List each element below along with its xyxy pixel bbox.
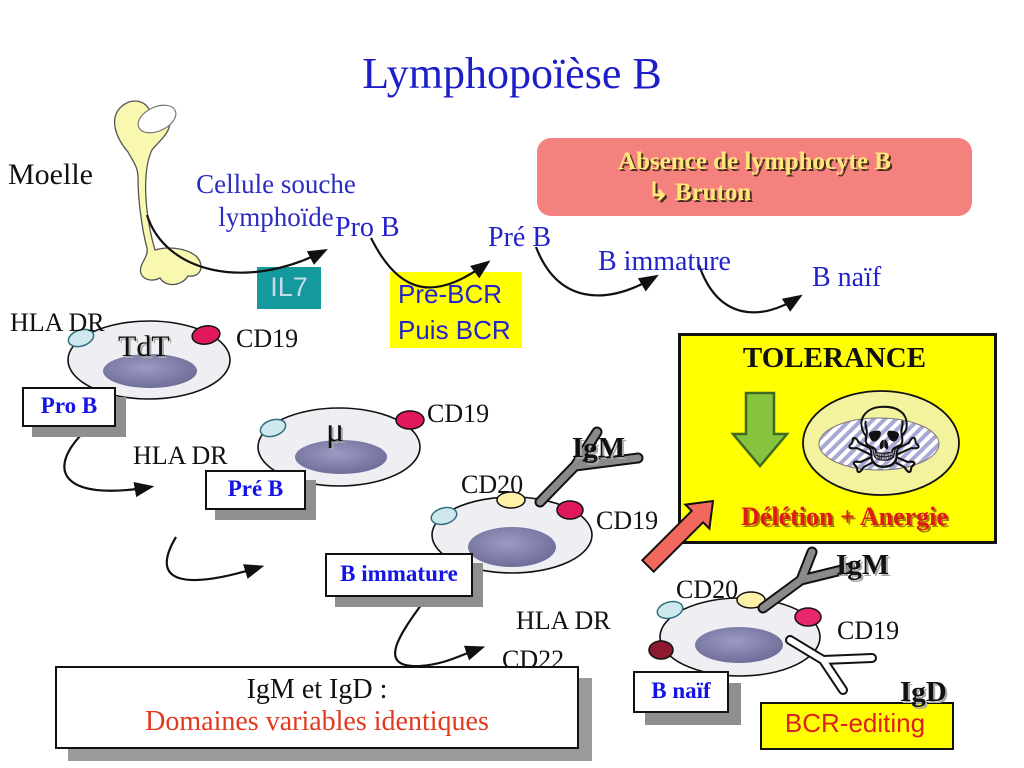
return-arrow-icon: ↳ xyxy=(647,179,669,206)
pre-bcr-line2: Puis BCR xyxy=(398,315,511,345)
cd20-label-2: CD20 xyxy=(676,575,739,604)
cd19-marker xyxy=(191,325,221,345)
igm-igd-line1: IgM et IgD : xyxy=(246,674,388,705)
cd19-marker xyxy=(794,607,822,627)
cd19-label-2: CD19 xyxy=(427,399,490,428)
il7-label: IL7 xyxy=(270,272,308,302)
b-immature-box: B immature xyxy=(325,553,473,597)
arrow-bimmaturebox-to-cd22 xyxy=(394,596,486,668)
bruton-alert-box xyxy=(537,138,972,216)
b-naif-box: B naïf xyxy=(633,671,729,713)
pre-bcr-label: Pre-BCR Puis BCR xyxy=(398,276,511,348)
slide-title: Lymphopoïèse B xyxy=(362,49,662,98)
igd-label: IgD xyxy=(900,676,947,708)
deletion-anergie-label: Délétion + Anergie xyxy=(741,502,948,531)
igd-antibody-icon xyxy=(785,635,877,695)
bruton-line1: Absence de lymphocyte B xyxy=(618,148,891,175)
pre-b-box: Pré B xyxy=(205,470,306,510)
cellule-souche-line2: lymphoïde xyxy=(218,202,334,232)
bcr-editing-label: BCR-editing xyxy=(784,708,926,738)
tolerance-title: TOLERANCE xyxy=(742,342,927,374)
stage-label-pro-b: Pro B xyxy=(335,212,400,243)
hla-dr-marker xyxy=(430,506,458,526)
hla-dr-label-2: HLA DR xyxy=(133,441,228,470)
stage-label-b-naif: B naïf xyxy=(812,262,882,293)
cd19-marker xyxy=(395,410,425,430)
tdt-label: TdT xyxy=(118,330,170,363)
pre-bcr-line1: Pre-BCR xyxy=(398,279,503,309)
il7-box xyxy=(257,267,321,309)
cellule-souche-line1: Cellule souche xyxy=(196,169,356,199)
cd19-label-4: CD19 xyxy=(837,616,900,645)
cd20-label-1: CD20 xyxy=(461,470,524,499)
arrow-prebbox-to-cell3 xyxy=(165,536,265,582)
bruton-line2: ↳ Bruton xyxy=(537,177,972,208)
moelle-label: Moelle xyxy=(8,158,93,191)
igm-igd-box: IgM et IgD : Domaines variables identiqu… xyxy=(55,666,579,749)
pro-b-box: Pro B xyxy=(22,387,116,427)
skull-crossbones-icon: ☠ xyxy=(842,391,926,493)
cd22-marker xyxy=(648,640,674,660)
cd19-marker xyxy=(556,500,584,520)
igm-label-2: IgM xyxy=(836,549,890,581)
bruton-word: Bruton xyxy=(674,179,752,206)
cd19-label-3: CD19 xyxy=(596,506,659,535)
hla-dr-label-3: HLA DR xyxy=(516,606,611,635)
stage-label-b-immature: B immature xyxy=(598,246,731,277)
stage-label-pre-b: Pré B xyxy=(488,222,551,253)
mu-label: μ xyxy=(326,412,345,449)
bcr-editing-box xyxy=(760,702,954,750)
igm-label-1: IgM xyxy=(572,432,626,464)
bruton-alert-text: Absence de lymphocyte B ↳ Bruton xyxy=(537,146,972,208)
hla-dr-marker xyxy=(259,418,287,438)
igm-igd-line2: Domaines variables identiques xyxy=(145,706,489,737)
cellule-souche-label: Cellule souche lymphoïde xyxy=(196,168,356,234)
bone-icon xyxy=(113,100,202,286)
cd19-label-1: CD19 xyxy=(236,324,299,353)
bone-head-icon xyxy=(137,104,177,134)
cd20-marker xyxy=(736,591,766,609)
hla-dr-label-1: HLA DR xyxy=(10,308,105,337)
